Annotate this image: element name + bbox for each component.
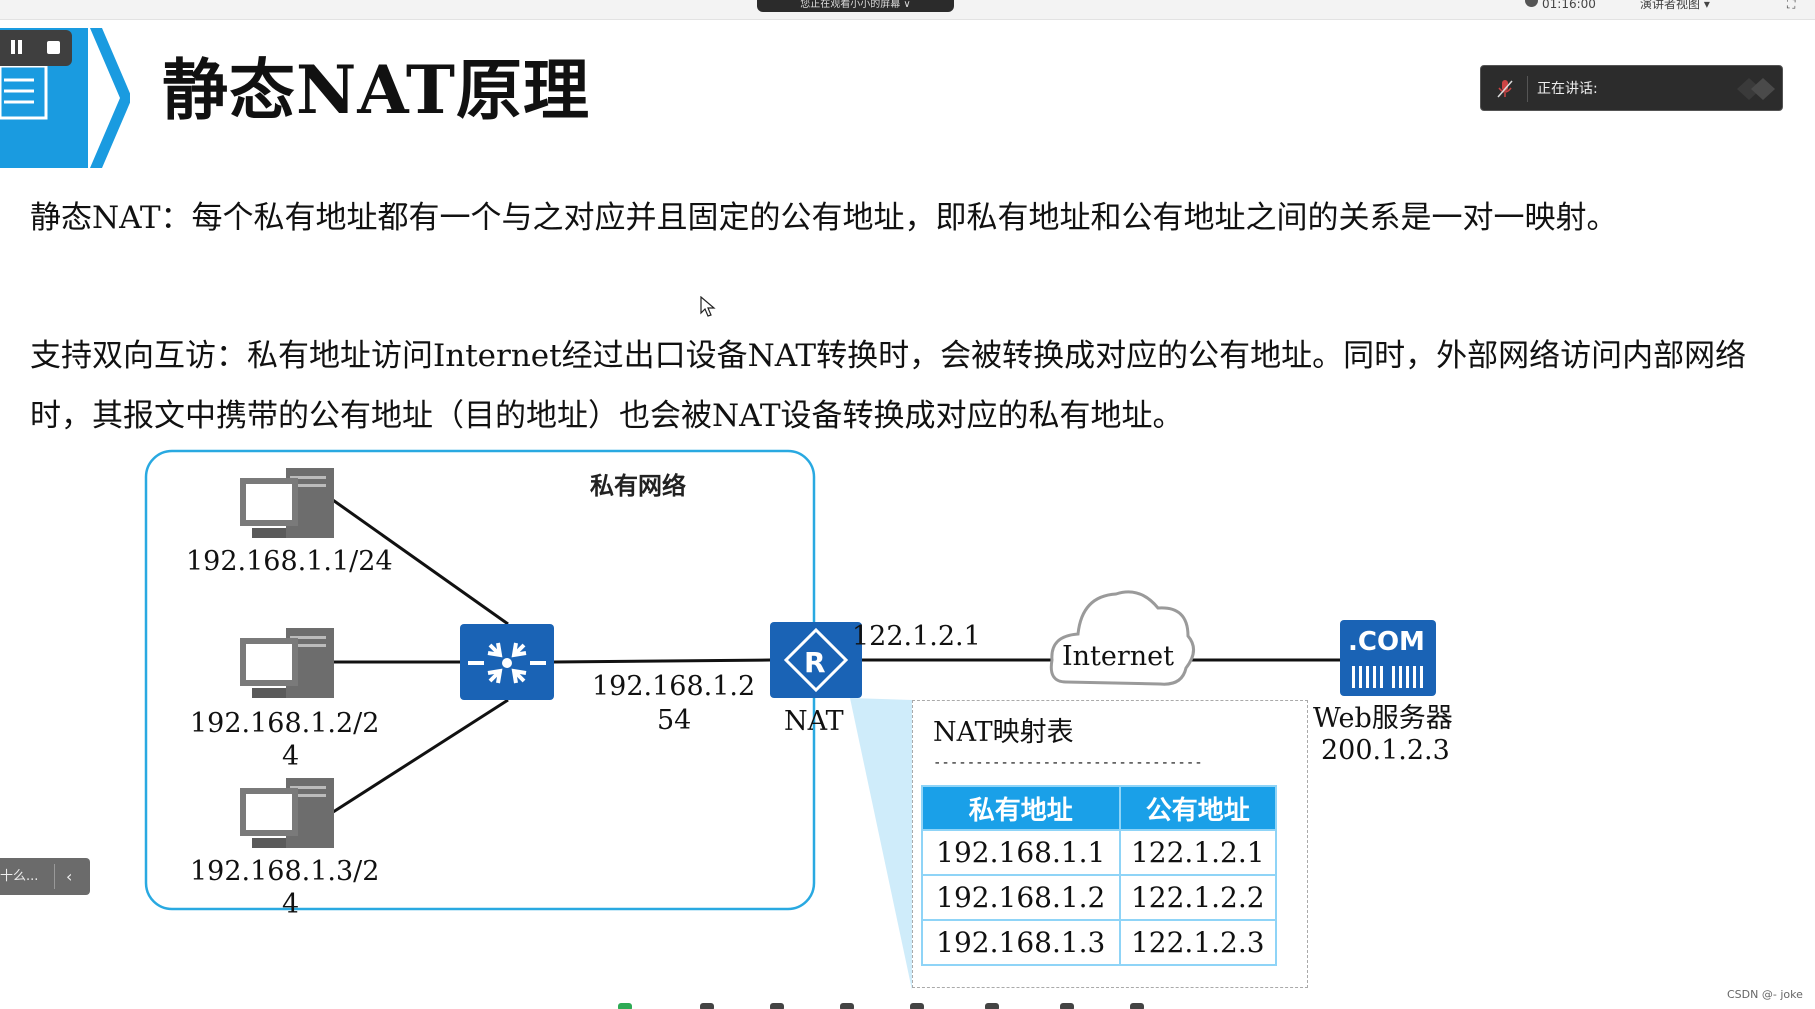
screen-share-notice[interactable]: 您正在观看小小的屏幕 ∨	[757, 0, 954, 12]
toolbar-icon[interactable]	[840, 1003, 854, 1009]
speaking-label: 正在讲话:	[1537, 81, 1598, 97]
public-address-cell: 122.1.2.2	[1118, 874, 1278, 921]
pc1-label: 192.168.1.1/24	[186, 546, 393, 577]
nat-table-panel: NAT映射表 -------------------------------- …	[912, 700, 1308, 988]
link-switch-router	[553, 658, 771, 664]
side-panel-text: 十么...	[0, 869, 39, 884]
table-row: 192.168.1.3 122.1.2.3	[921, 919, 1278, 966]
link-pc3-switch	[329, 698, 509, 816]
public-address-cell: 122.1.2.3	[1118, 919, 1278, 966]
view-mode-button[interactable]: 演讲者视图 ▾	[1640, 0, 1710, 11]
timer: 01:16:00	[1525, 0, 1596, 10]
pc2-label-line1: 192.168.1.2/2	[190, 708, 379, 739]
link-ip-line2: 54	[657, 705, 691, 736]
presentation-controls	[0, 30, 72, 66]
clock-icon	[1525, 0, 1538, 7]
pc3-label-line2: 4	[282, 889, 299, 920]
table-row: 192.168.1.2 122.1.2.2	[921, 874, 1278, 921]
link-pc1-switch	[329, 496, 509, 626]
stop-icon[interactable]	[47, 41, 60, 54]
toolbar-icon[interactable]	[1060, 1003, 1074, 1009]
divider	[54, 864, 55, 889]
internet-cloud-icon	[1049, 590, 1195, 686]
router-label: NAT	[784, 706, 844, 737]
nat-table-title: NAT映射表	[933, 717, 1074, 748]
fullscreen-icon[interactable]: ⛶	[1787, 0, 1796, 11]
header-private-address: 私有地址	[921, 785, 1121, 831]
switch-icon	[460, 624, 554, 700]
pc1-icon	[240, 468, 334, 538]
top-bar: 您正在观看小小的屏幕 ∨ 01:16:00 演讲者视图 ▾ ⛶	[0, 0, 1815, 20]
timer-value: 01:16:00	[1542, 0, 1596, 11]
private-network-label: 私有网络	[590, 472, 686, 500]
paragraph-bidirectional: 支持双向互访：私有地址访问Internet经过出口设备NAT转换时，会被转换成对…	[30, 338, 1747, 434]
router-public-ip: 122.1.2.1	[852, 621, 981, 652]
mouse-cursor-icon	[700, 296, 716, 317]
speaking-panel: 正在讲话:	[1480, 65, 1783, 111]
pause-icon[interactable]	[10, 40, 24, 54]
toolbar-icon[interactable]	[618, 1003, 632, 1009]
table-row: 192.168.1.1 122.1.2.1	[921, 829, 1278, 876]
private-address-cell: 192.168.1.1	[921, 829, 1121, 876]
toolbar-icon[interactable]	[1130, 1003, 1144, 1009]
watermark: CSDN @- joke	[1727, 988, 1803, 1001]
router-icon: R	[770, 622, 862, 698]
toolbar-icon[interactable]	[770, 1003, 784, 1009]
pc3-icon	[240, 778, 334, 848]
server-label: Web服务器	[1313, 703, 1453, 734]
toolbar-icon[interactable]	[985, 1003, 999, 1009]
audio-level-icon	[1737, 78, 1775, 100]
bottom-toolbar-strip	[0, 1001, 1815, 1009]
nat-table-divider: --------------------------------	[933, 755, 1203, 771]
internet-label: Internet	[1062, 641, 1174, 672]
svg-text:R: R	[804, 646, 826, 679]
pc3-label-line1: 192.168.1.3/2	[190, 856, 379, 887]
chevron-left-icon[interactable]: ‹	[66, 867, 73, 886]
slide-title: 静态NAT原理	[162, 51, 591, 129]
header-public-address: 公有地址	[1118, 785, 1278, 831]
pc2-label-line2: 4	[282, 741, 299, 772]
callout-wedge	[850, 698, 912, 990]
toolbar-icon[interactable]	[700, 1003, 714, 1009]
network-diagram: 私有网络 192.168.1.1/24 192.168.1.2/2 4	[144, 449, 1453, 990]
muted-mic-icon[interactable]	[1495, 78, 1515, 100]
link-ip-line1: 192.168.1.2	[592, 671, 755, 702]
server-ip: 200.1.2.3	[1321, 735, 1450, 766]
toolbar-icon[interactable]	[910, 1003, 924, 1009]
private-address-cell: 192.168.1.2	[921, 874, 1121, 921]
public-address-cell: 122.1.2.1	[1118, 829, 1278, 876]
web-server-icon	[1340, 620, 1436, 696]
pc2-icon	[240, 628, 334, 698]
paragraph-static-nat: 静态NAT：每个私有地址都有一个与之对应并且固定的公有地址，即私有地址和公有地址…	[30, 200, 1618, 236]
divider	[1527, 76, 1528, 102]
server-badge: .COM	[1348, 627, 1425, 657]
nat-mapping-table: 私有地址 公有地址 192.168.1.1 122.1.2.1 192.168.…	[921, 785, 1278, 966]
side-panel-tab[interactable]: 十么... ‹	[0, 858, 90, 895]
private-address-cell: 192.168.1.3	[921, 919, 1121, 966]
table-header-row: 私有地址 公有地址	[921, 785, 1278, 831]
